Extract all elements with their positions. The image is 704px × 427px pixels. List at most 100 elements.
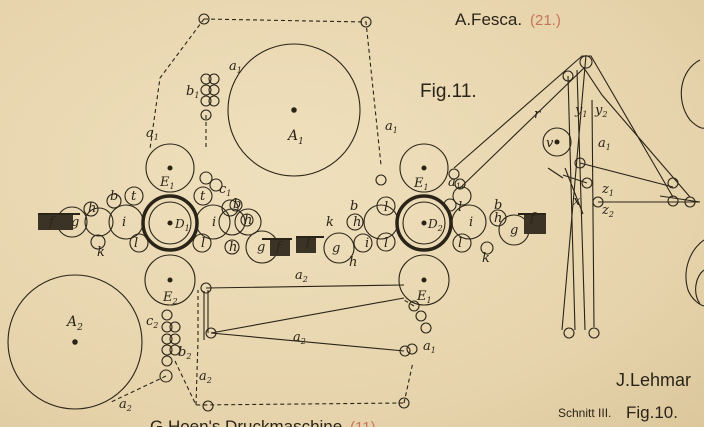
label-i: i [122,215,126,230]
label-k: k [326,215,334,230]
label-a: a [423,339,431,354]
svg-text:b2: b2 [178,345,191,361]
label-x: x [573,194,581,209]
label-b: b [494,198,502,213]
svg-text:y1: y1 [574,103,587,119]
label-t: t [131,189,137,204]
label-i: i [469,215,473,230]
svg-text:a1: a1 [598,136,611,152]
label-y: y [594,103,603,118]
svg-text:b1: b1 [186,84,199,100]
svg-text:c2: c2 [146,314,158,330]
label-E2-left: E [162,290,173,305]
fig11-caption: Fig.11. [420,81,477,102]
label-a: a [598,136,606,151]
label-b: b [350,199,358,214]
label-t: t [200,189,206,204]
label-D1: D [174,217,185,231]
label-k: k [97,245,105,260]
fesca-caption: A.Fesca. [455,10,522,29]
roller-v [542,127,572,157]
cylinder-E1-right [399,143,449,193]
svg-text:a1: a1 [385,119,398,135]
label-E1-left: E [159,175,170,190]
label-h: h [229,240,237,255]
svg-text:z2: z2 [601,203,614,219]
lehmann-caption: J.Lehmar [616,370,691,390]
label-f: f [48,215,56,230]
label-l: l [134,236,138,251]
svg-text:a1: a1 [229,59,242,75]
label-a: a [293,330,301,345]
label-a: a [229,59,237,74]
cylinder-A1 [227,43,361,177]
schnitt-caption: Schnitt III. [558,406,611,420]
svg-text:a2: a2 [199,369,212,385]
label-c: c [219,182,227,197]
svg-text:a1: a1 [146,126,159,142]
label-h: h [353,215,361,230]
label-z: z [601,203,609,218]
label-z: z [601,182,609,197]
fesca-number: (21.) [530,12,561,29]
svg-text:a2: a2 [295,268,308,284]
label-f: f [275,240,283,255]
svg-text:y2: y2 [594,103,607,119]
svg-text:D2: D2 [427,217,443,233]
label-g: g [332,241,340,256]
label-l: l [458,236,462,251]
label-i: i [365,236,369,251]
label-g: g [71,215,79,230]
label-g: g [510,223,518,238]
label-b: b [110,189,118,204]
label-b: b [178,345,186,360]
label-b: b [233,197,241,212]
cylinder-E1-left [145,143,195,193]
label-l: l [458,200,462,215]
cylinder-E2-left [144,254,196,306]
svg-text:E1: E1 [413,176,429,192]
cylinder-A2 [7,274,143,410]
cylinder-D2 [395,194,453,252]
label-a: a [295,268,303,283]
svg-text:z1: z1 [601,182,614,198]
label-y: y [574,103,583,118]
fig10-caption: Fig.10. [626,403,678,422]
label-l: l [384,200,388,215]
label-k: k [482,251,490,266]
label-h: h [88,201,96,216]
label-h: h [349,255,357,270]
svg-text:A2: A2 [65,314,83,333]
label-E2-right: E [416,289,427,304]
label-h: h [494,211,502,226]
svg-text:a2: a2 [293,330,306,346]
label-f: f [305,235,313,250]
label-a: a [199,369,207,384]
label-i: i [212,215,216,230]
label-f: f [529,211,537,226]
label-g: g [257,240,265,255]
svg-text:E1: E1 [416,289,432,305]
label-a: a [119,397,127,412]
svg-text:a2: a2 [119,397,132,413]
label-c: c [146,314,154,329]
cylinder-E2-right [398,254,450,306]
label-v: v [546,136,554,151]
label-l: l [201,236,205,251]
label-b: b [186,84,194,99]
label-a: a [146,126,154,141]
svg-text:A1: A1 [286,128,304,147]
label-r: r [534,107,541,122]
svg-text:a1: a1 [423,339,436,355]
label-h: h [244,213,252,228]
label-l: l [384,236,388,251]
label-D2: D [427,217,438,231]
svg-text:D1: D1 [174,217,190,233]
hoen-number: (11) [350,419,376,427]
label-A2: A [65,314,77,330]
svg-text:E2: E2 [162,290,178,306]
svg-text:E1: E1 [159,175,175,191]
hoen-caption: G.Hoen's Druckmaschine [150,417,342,427]
